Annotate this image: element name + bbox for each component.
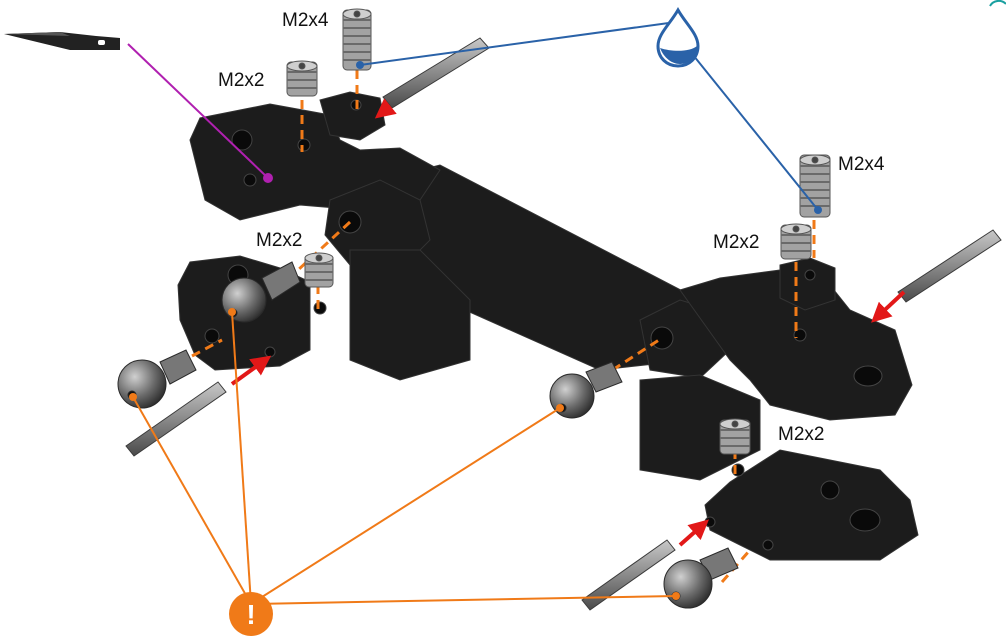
pin-right [897,229,1002,303]
warning-icon: ! [229,592,273,636]
label-m2x2-mid-left: M2x2 [256,230,303,251]
pin-left [125,381,227,457]
screw-m2x2-mid-left [304,252,334,288]
label-m2x4-right: M2x4 [838,154,885,175]
svg-text:!: ! [246,599,255,630]
pin-bottom [581,539,676,611]
glue-callout-lines [359,21,819,211]
screw-m2x2-right [780,223,812,260]
drop-icon [656,6,700,68]
screw-m2x4-top-left [342,8,372,71]
label-m2x2-bottom-right: M2x2 [778,424,825,445]
screw-m2x4-right [799,154,831,218]
warning-callout-endpoints [129,308,680,600]
ball-stud-lower-left [117,349,197,409]
set-screws [286,8,831,455]
screw-m2x2-top-left [286,60,318,97]
label-m2x2-top-left: M2x2 [218,70,265,91]
blade-callout-line [127,43,273,183]
dowel-pins [125,37,1002,611]
label-m2x4-top-left: M2x4 [282,10,329,31]
insert-arrows [230,98,906,547]
label-m2x2-right: M2x2 [713,232,760,253]
glue-callout-endpoints [356,61,822,214]
pin-top-left [382,37,490,109]
corner-mark [989,0,1006,7]
hobby-knife-icon [4,32,120,50]
screw-m2x2-bottom-right [719,418,751,455]
warning-callout-lines [132,311,677,605]
